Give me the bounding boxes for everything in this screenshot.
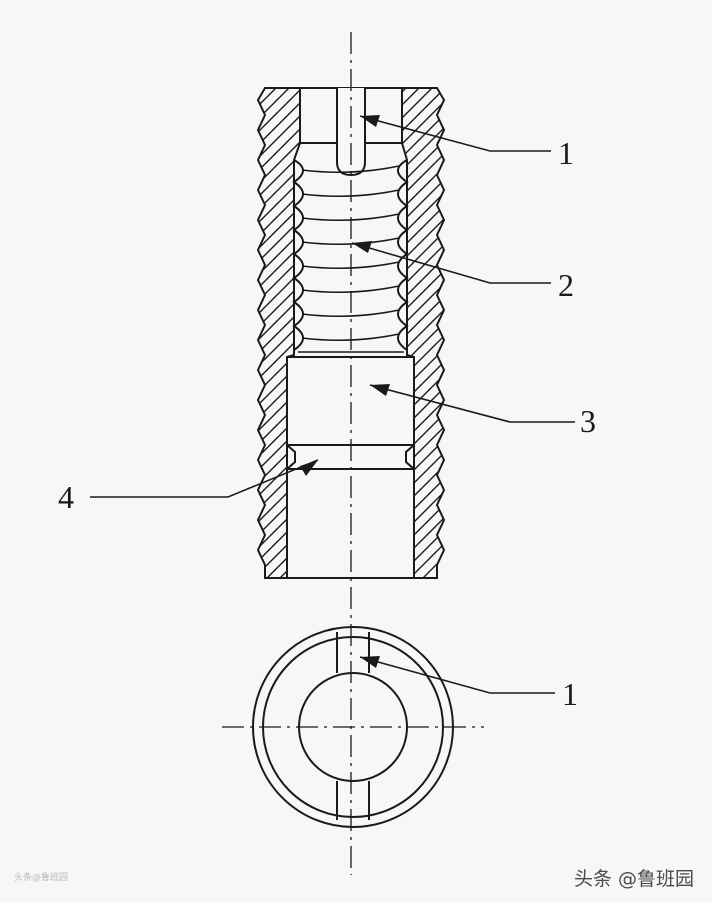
callout-1-slot: 1: [558, 135, 574, 171]
left-wall-hatched: [256, 87, 301, 579]
internal-thread-left: [292, 159, 304, 351]
watermark-right: 头条 @鲁班园: [573, 868, 694, 890]
groove: [286, 444, 415, 470]
callout-2-thread: 2: [558, 267, 574, 303]
callout-1-end-view: 1: [562, 676, 578, 712]
leader-lines: [90, 115, 575, 694]
right-wall-hatched: [401, 87, 446, 579]
end-view: [222, 626, 484, 828]
arrowheads: [300, 115, 390, 668]
slot: [336, 88, 366, 177]
watermark-left: 头条@鲁班园: [14, 873, 69, 883]
internal-thread-right: [397, 159, 409, 351]
callout-3-bore: 3: [580, 403, 596, 439]
end-view-slot-top: [336, 632, 370, 673]
callout-4-groove: 4: [58, 479, 74, 515]
end-view-slot-bottom: [336, 781, 370, 820]
